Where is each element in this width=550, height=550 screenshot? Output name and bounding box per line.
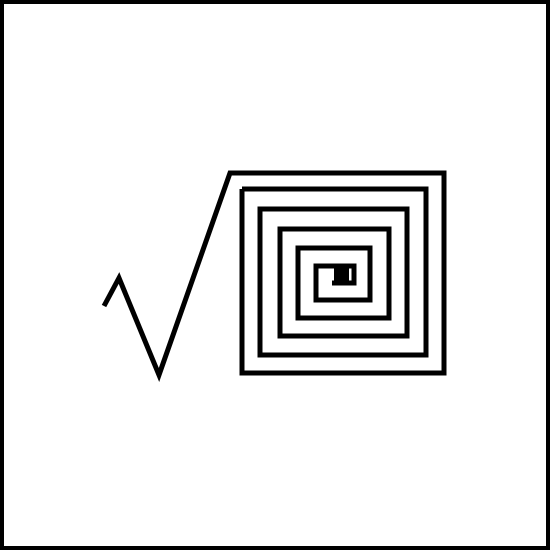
radical-sign [101,170,447,383]
radical-spiral-drawing [101,170,447,383]
square-spiral [242,186,429,358]
spiral-center [334,266,349,281]
